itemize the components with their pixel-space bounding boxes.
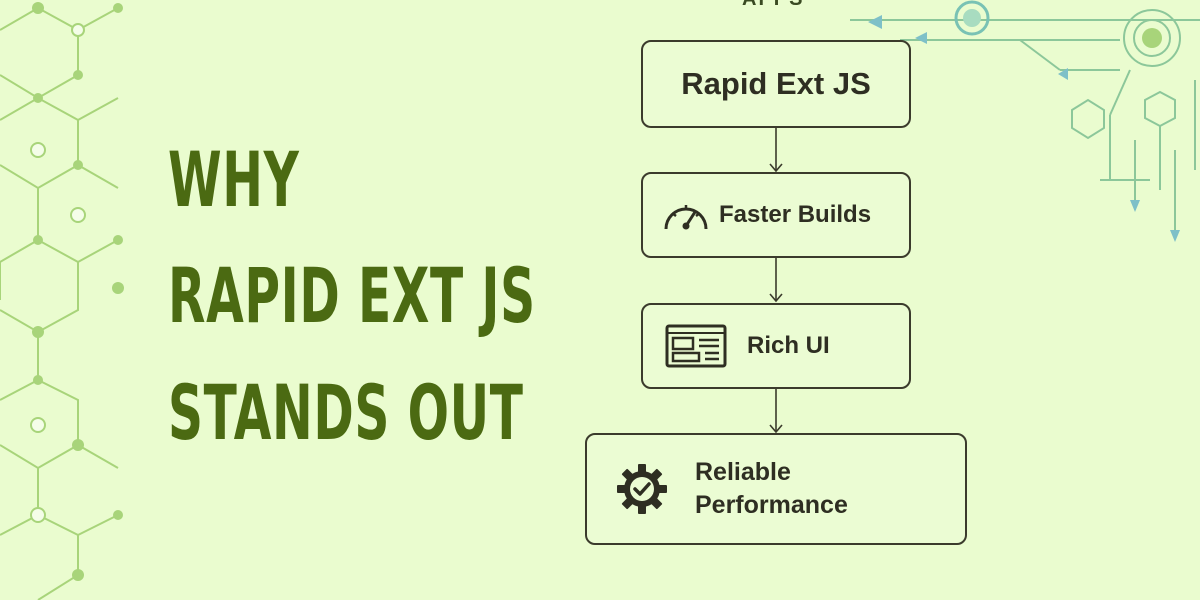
hexagon-nodes — [30, 2, 124, 581]
speedometer-icon — [664, 205, 708, 230]
top-partial-text: APPS — [742, 0, 804, 11]
headline-line-1: WHY — [168, 135, 300, 224]
node-faster-builds-label: Faster Builds — [719, 201, 872, 228]
node-rich-ui: Rich UI — [641, 303, 911, 389]
headline-line-3: STANDS OUT — [168, 368, 524, 457]
node-faster-builds: Faster Builds — [641, 172, 911, 258]
arrow-down-1 — [769, 128, 783, 173]
arrow-down-3 — [769, 389, 783, 434]
node-reliable-performance-label-line-1: Reliable — [695, 458, 791, 486]
node-rapid-ext-js: Rapid Ext JS — [641, 40, 911, 128]
gear-check-icon — [617, 464, 667, 514]
circuit-pattern — [850, 0, 1200, 235]
circuit-triangles — [868, 15, 1180, 242]
node-reliable-performance-label: Reliable Performance — [695, 456, 848, 522]
node-rapid-ext-js-label: Rapid Ext JS — [681, 66, 871, 101]
node-rich-ui-label: Rich UI — [747, 332, 830, 359]
ui-layout-icon — [665, 324, 727, 368]
headline-line-2: RAPID EXT JS — [168, 251, 536, 340]
hexagon-pattern — [0, 6, 119, 600]
node-reliable-performance: Reliable Performance — [585, 433, 967, 545]
arrow-down-2 — [769, 258, 783, 303]
node-reliable-performance-label-line-2: Performance — [695, 491, 848, 519]
